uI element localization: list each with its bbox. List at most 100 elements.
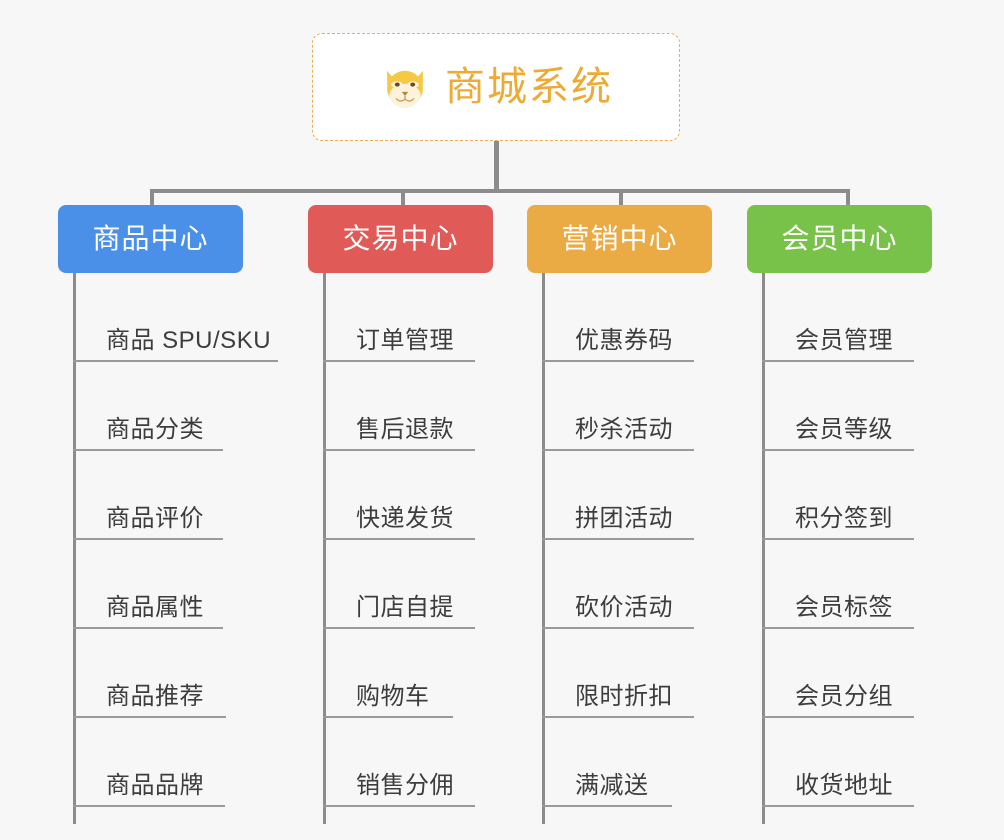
- connector-drop-2: [401, 189, 405, 215]
- leaf-item[interactable]: 购物车: [323, 629, 558, 718]
- leaf-underline: [762, 805, 914, 807]
- leaf-label: 商品 SPU/SKU: [106, 327, 272, 354]
- leaf-item[interactable]: 会员管理: [762, 273, 997, 362]
- root-node[interactable]: 商城系统: [312, 33, 680, 141]
- leaf-underline: [323, 716, 453, 718]
- leaf-label: 会员分组: [795, 683, 893, 710]
- leaf-item[interactable]: 快递发货: [323, 451, 558, 540]
- leaf-underline: [542, 360, 694, 362]
- leaf-item[interactable]: 商品属性: [73, 540, 308, 629]
- category-label-3: 营销中心: [561, 223, 678, 254]
- leaf-underline: [73, 538, 223, 540]
- leaf-label: 商品品牌: [106, 772, 204, 799]
- category-header-1[interactable]: 商品中心: [58, 205, 243, 273]
- connector-root-stem: [494, 141, 499, 193]
- leaf-label: 订单管理: [356, 327, 454, 354]
- column-rail-1: [73, 273, 76, 824]
- leaf-list-2: 订单管理 售后退款 快递发货 门店自提 购物车 销售分佣: [323, 273, 558, 807]
- leaf-label: 购物车: [356, 683, 430, 710]
- leaf-underline: [73, 805, 225, 807]
- leaf-underline: [323, 449, 475, 451]
- leaf-underline: [762, 360, 914, 362]
- category-label-4: 会员中心: [781, 223, 898, 254]
- connector-drop-4: [846, 189, 850, 215]
- leaf-item[interactable]: 售后退款: [323, 362, 558, 451]
- leaf-underline: [323, 538, 475, 540]
- leaf-label: 满减送: [575, 772, 649, 799]
- leaf-item[interactable]: 积分签到: [762, 451, 997, 540]
- shiba-dog-face-icon: [387, 70, 423, 109]
- leaf-label: 会员等级: [795, 416, 893, 443]
- leaf-item[interactable]: 满减送: [542, 718, 777, 807]
- leaf-item[interactable]: 销售分佣: [323, 718, 558, 807]
- leaf-item[interactable]: 拼团活动: [542, 451, 777, 540]
- leaf-item[interactable]: 砍价活动: [542, 540, 777, 629]
- leaf-label: 收货地址: [795, 772, 893, 799]
- leaf-item[interactable]: 商品 SPU/SKU: [73, 273, 308, 362]
- leaf-label: 快递发货: [356, 505, 454, 532]
- category-label-2: 交易中心: [342, 223, 459, 254]
- connector-drop-1: [150, 189, 154, 215]
- leaf-label: 门店自提: [356, 594, 454, 621]
- leaf-underline: [323, 360, 475, 362]
- category-column-1: 商品中心 商品 SPU/SKU 商品分类 商品评价 商品属性 商品推荐: [58, 205, 308, 840]
- leaf-underline: [542, 805, 672, 807]
- leaf-item[interactable]: 限时折扣: [542, 629, 777, 718]
- leaf-item[interactable]: 门店自提: [323, 540, 558, 629]
- leaf-underline: [73, 716, 226, 718]
- category-column-3: 营销中心 优惠券码 秒杀活动 拼团活动 砍价活动 限时折扣: [527, 205, 777, 840]
- leaf-underline: [323, 805, 475, 807]
- leaf-item[interactable]: 秒杀活动: [542, 362, 777, 451]
- leaf-underline: [73, 360, 278, 362]
- connector-horizontal-bus: [150, 189, 850, 193]
- leaf-item[interactable]: 会员等级: [762, 362, 997, 451]
- leaf-underline: [73, 449, 223, 451]
- leaf-label: 秒杀活动: [575, 416, 673, 443]
- column-rail-2: [323, 273, 326, 824]
- category-header-2[interactable]: 交易中心: [308, 205, 493, 273]
- leaf-list-3: 优惠券码 秒杀活动 拼团活动 砍价活动 限时折扣 满减送: [542, 273, 777, 807]
- leaf-list-1: 商品 SPU/SKU 商品分类 商品评价 商品属性 商品推荐 商品品牌: [73, 273, 308, 807]
- leaf-label: 砍价活动: [575, 594, 673, 621]
- leaf-underline: [762, 627, 914, 629]
- leaf-label: 商品推荐: [106, 683, 204, 710]
- leaf-underline: [542, 716, 694, 718]
- leaf-list-4: 会员管理 会员等级 积分签到 会员标签 会员分组 收货地址: [762, 273, 997, 807]
- connector-drop-3: [619, 189, 623, 215]
- leaf-item[interactable]: 订单管理: [323, 273, 558, 362]
- leaf-underline: [323, 627, 475, 629]
- column-rail-3: [542, 273, 545, 824]
- leaf-item[interactable]: 商品推荐: [73, 629, 308, 718]
- leaf-underline: [762, 716, 914, 718]
- leaf-underline: [762, 449, 914, 451]
- category-header-4[interactable]: 会员中心: [747, 205, 932, 273]
- category-header-3[interactable]: 营销中心: [527, 205, 712, 273]
- leaf-item[interactable]: 会员标签: [762, 540, 997, 629]
- leaf-label: 会员标签: [795, 594, 893, 621]
- leaf-label: 限时折扣: [575, 683, 673, 710]
- category-column-4: 会员中心 会员管理 会员等级 积分签到 会员标签 会员分组: [747, 205, 997, 840]
- leaf-underline: [542, 627, 694, 629]
- leaf-item[interactable]: 会员分组: [762, 629, 997, 718]
- leaf-label: 优惠券码: [575, 327, 673, 354]
- leaf-label: 会员管理: [795, 327, 893, 354]
- leaf-item[interactable]: 商品品牌: [73, 718, 308, 807]
- leaf-item[interactable]: 商品评价: [73, 451, 308, 540]
- column-rail-4: [762, 273, 765, 824]
- root-title: 商城系统: [445, 65, 613, 109]
- leaf-underline: [762, 538, 914, 540]
- leaf-underline: [542, 538, 694, 540]
- leaf-label: 售后退款: [356, 416, 454, 443]
- leaf-underline: [73, 627, 223, 629]
- category-label-1: 商品中心: [92, 223, 209, 254]
- leaf-item[interactable]: 商品分类: [73, 362, 308, 451]
- leaf-underline: [542, 449, 694, 451]
- leaf-label: 销售分佣: [356, 772, 454, 799]
- leaf-label: 商品评价: [106, 505, 204, 532]
- leaf-item[interactable]: 优惠券码: [542, 273, 777, 362]
- leaf-label: 拼团活动: [575, 505, 673, 532]
- leaf-item[interactable]: 收货地址: [762, 718, 997, 807]
- leaf-label: 积分签到: [795, 505, 893, 532]
- category-column-2: 交易中心 订单管理 售后退款 快递发货 门店自提 购物车: [308, 205, 558, 840]
